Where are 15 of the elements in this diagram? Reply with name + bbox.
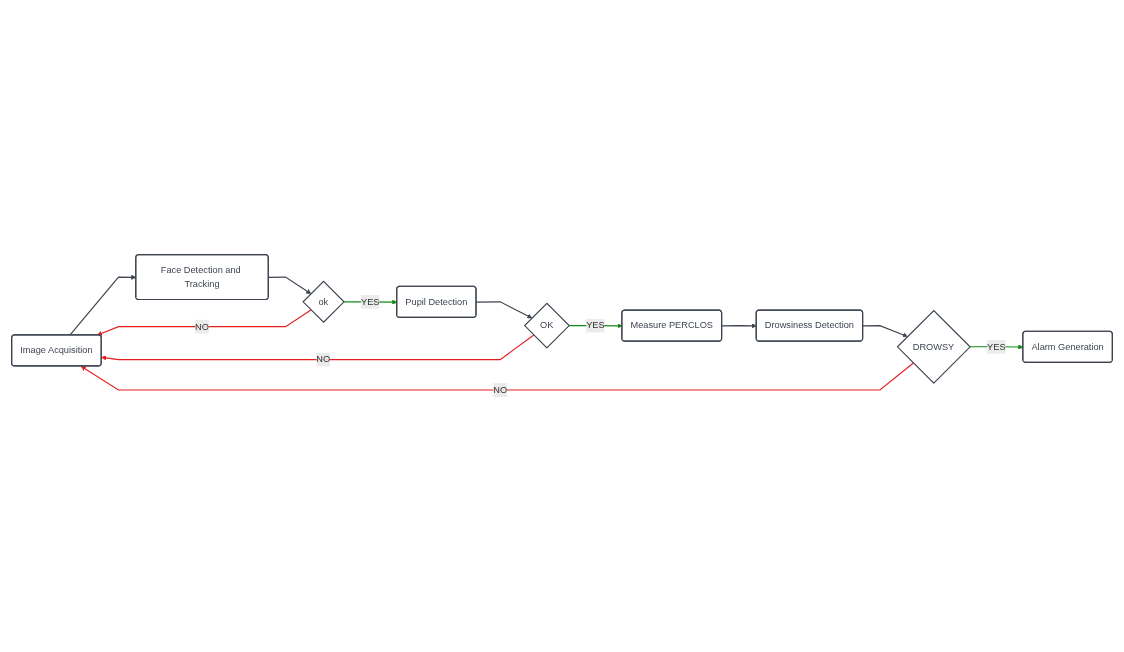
arrow bbox=[862, 325, 908, 338]
node-diamond: ok bbox=[302, 280, 345, 324]
arrow bbox=[97, 309, 312, 336]
arrow bbox=[101, 334, 535, 361]
edge-label: NO bbox=[195, 321, 209, 332]
arrow bbox=[268, 276, 312, 295]
edge-label: NO bbox=[493, 385, 508, 395]
edge-label: YES bbox=[987, 341, 1006, 352]
edge-label: YES bbox=[360, 296, 380, 307]
arrow bbox=[80, 362, 914, 391]
node-diamond: DROWSY bbox=[896, 309, 971, 385]
edge-label: NO bbox=[316, 354, 331, 365]
edge-label: YES bbox=[586, 320, 605, 331]
node-diamond: OK bbox=[523, 302, 570, 349]
arrow bbox=[721, 323, 757, 329]
